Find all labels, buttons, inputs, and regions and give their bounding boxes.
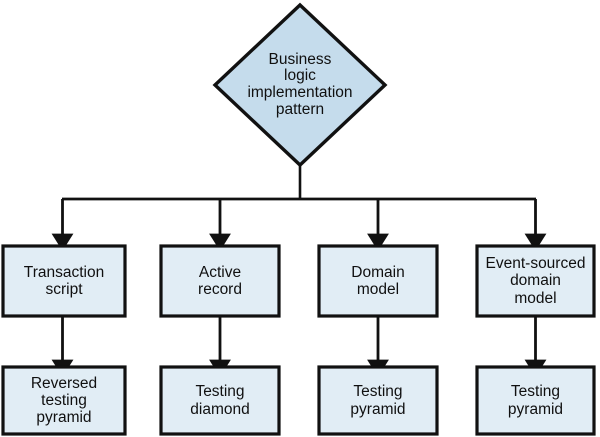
root-node-diamond[interactable] <box>212 2 388 168</box>
pattern-node-2[interactable] <box>159 244 281 318</box>
pattern-node-1[interactable] <box>1 244 127 318</box>
outcome-node-3[interactable] <box>317 365 439 436</box>
outcome-node-4[interactable] <box>475 365 596 436</box>
outcome-node-1[interactable] <box>1 365 127 436</box>
outcome-node-2[interactable] <box>159 365 281 436</box>
pattern-node-4[interactable] <box>475 244 596 318</box>
pattern-node-3[interactable] <box>317 244 439 318</box>
